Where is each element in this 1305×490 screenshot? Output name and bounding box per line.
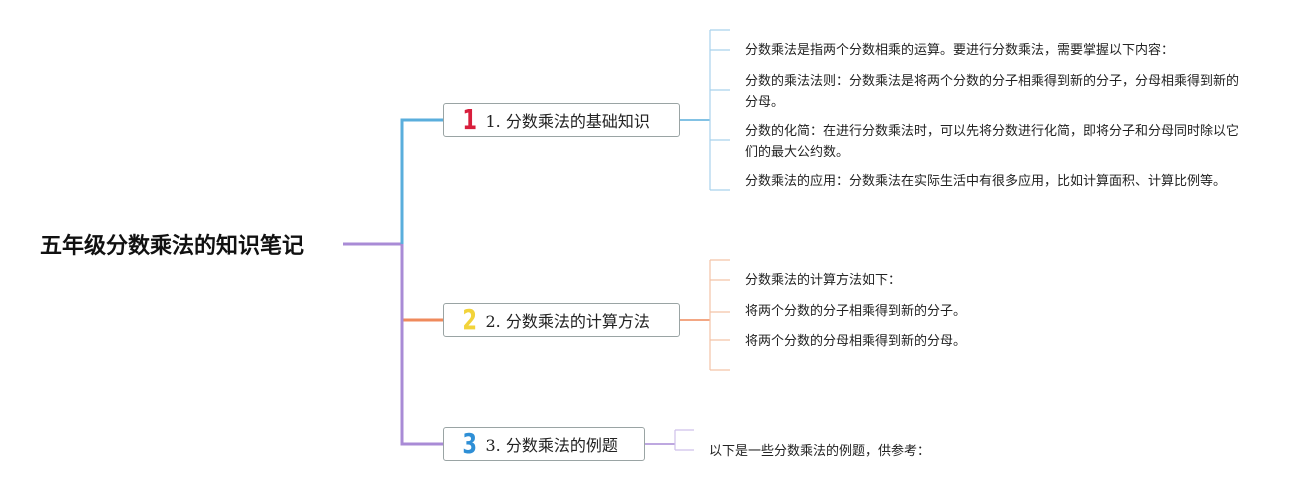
leaf-node[interactable]: 以下是一些分数乘法的例题，供参考： [709,444,931,459]
leaf-node[interactable]: 分数乘法是指两个分数相乘的运算。要进行分数乘法，需要掌握以下内容： [745,43,1175,58]
number-2-icon: 2 [462,303,478,336]
branch-label: 2. 分数乘法的计算方法 [485,312,650,331]
leaf-node[interactable]: 将两个分数的分子相乘得到新的分子。 [745,304,967,319]
number-1-icon: 1 [462,103,478,136]
branch-3-leaf-bracket [674,429,694,451]
branch-node-methods[interactable]: 2 2. 分数乘法的计算方法 [443,303,680,337]
leaf-node[interactable]: 分数的乘法法则：分数乘法是将两个分数的分子相乘得到新的分子，分母相乘得到新的分母… [745,74,1240,110]
branch-node-examples[interactable]: 3 3. 分数乘法的例题 [443,427,645,461]
root-title[interactable]: 五年级分数乘法的知识笔记 [40,234,305,259]
connector-branch-1 [400,118,443,244]
branch-label: 3. 分数乘法的例题 [485,436,618,455]
branch-label: 1. 分数乘法的基础知识 [485,112,650,131]
leaf-node[interactable]: 分数乘法的应用：分数乘法在实际生活中有很多应用，比如计算面积、计算比例等。 [745,174,1227,189]
connector-branch-3 [400,244,443,446]
connector-branch-2 [400,244,443,322]
number-3-icon: 3 [462,427,478,460]
branch-1-leaf-ticks [710,29,730,191]
leaf-node[interactable]: 分数乘法的计算方法如下： [745,273,902,288]
branch-node-basics[interactable]: 1 1. 分数乘法的基础知识 [443,103,680,137]
leaf-node[interactable]: 将两个分数的分母相乘得到新的分母。 [745,334,967,349]
leaf-node[interactable]: 分数的化简：在进行分数乘法时，可以先将分数进行化简，即将分子和分母同时除以它们的… [745,124,1240,160]
branch-2-leaf-ticks [710,259,730,371]
